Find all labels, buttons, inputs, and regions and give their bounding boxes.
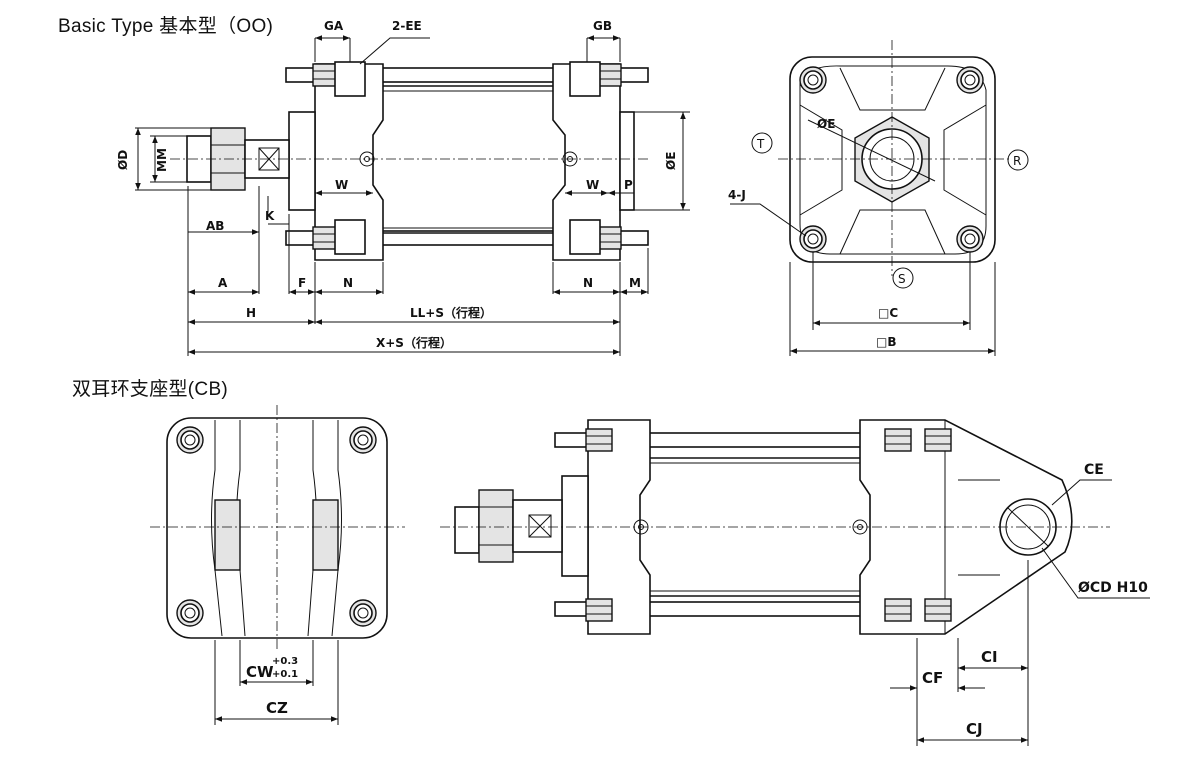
label-T: T	[756, 137, 765, 151]
label-CI: CI	[981, 648, 998, 666]
front-view-dimensions: T R S ØE 4-J □C □B	[728, 117, 1029, 356]
side-view-dimensions: GA 2-EE GB ØD MM ØE W W P K AB A F N N M…	[116, 19, 690, 356]
label-MM: MM	[155, 148, 169, 172]
label-F: F	[298, 276, 306, 290]
label-P: P	[624, 178, 633, 192]
label-C: □C	[878, 306, 898, 320]
label-AB: AB	[206, 219, 224, 233]
front-view	[778, 40, 1010, 276]
label-N-left: N	[343, 276, 353, 290]
label-CE: CE	[1084, 462, 1104, 478]
label-OE-front: ØE	[817, 117, 835, 131]
cb-side-view	[440, 419, 1110, 635]
cb-front-dimensions: CW +0.3 +0.1 CZ	[214, 640, 339, 725]
label-S: S	[898, 272, 906, 286]
label-H: H	[246, 306, 256, 320]
label-CW: CW	[246, 663, 274, 681]
label-CZ: CZ	[266, 699, 288, 717]
label-EE: 2-EE	[392, 19, 422, 33]
label-B: □B	[876, 335, 896, 349]
cb-side-dimensions: CE ØCD H10 CI CF CJ	[890, 462, 1150, 746]
label-A: A	[218, 276, 228, 290]
label-W-right: W	[586, 178, 599, 192]
label-K: K	[265, 209, 275, 223]
label-OE-side: ØE	[664, 152, 678, 170]
title-basic-type: Basic Type 基本型（OO)	[58, 16, 274, 37]
label-X: X+S（行程）	[376, 335, 452, 350]
label-W-left: W	[335, 178, 348, 192]
label-N-right: N	[583, 276, 593, 290]
label-CF: CF	[922, 669, 943, 687]
label-R: R	[1013, 154, 1021, 168]
cb-front-view	[150, 405, 405, 650]
title-cb-type: 双耳环支座型(CB)	[72, 379, 229, 400]
label-M: M	[629, 276, 641, 290]
label-GB: GB	[593, 19, 612, 33]
label-CJ: CJ	[966, 720, 983, 738]
label-OD: ØD	[116, 150, 130, 170]
label-4J: 4-J	[728, 188, 746, 202]
label-LL: LL+S（行程）	[410, 305, 492, 320]
label-CW-tol-lower: +0.1	[272, 669, 298, 680]
label-GA: GA	[324, 19, 344, 33]
side-view	[170, 61, 650, 261]
label-CD: ØCD H10	[1078, 580, 1148, 596]
label-CW-tol-upper: +0.3	[272, 656, 298, 667]
